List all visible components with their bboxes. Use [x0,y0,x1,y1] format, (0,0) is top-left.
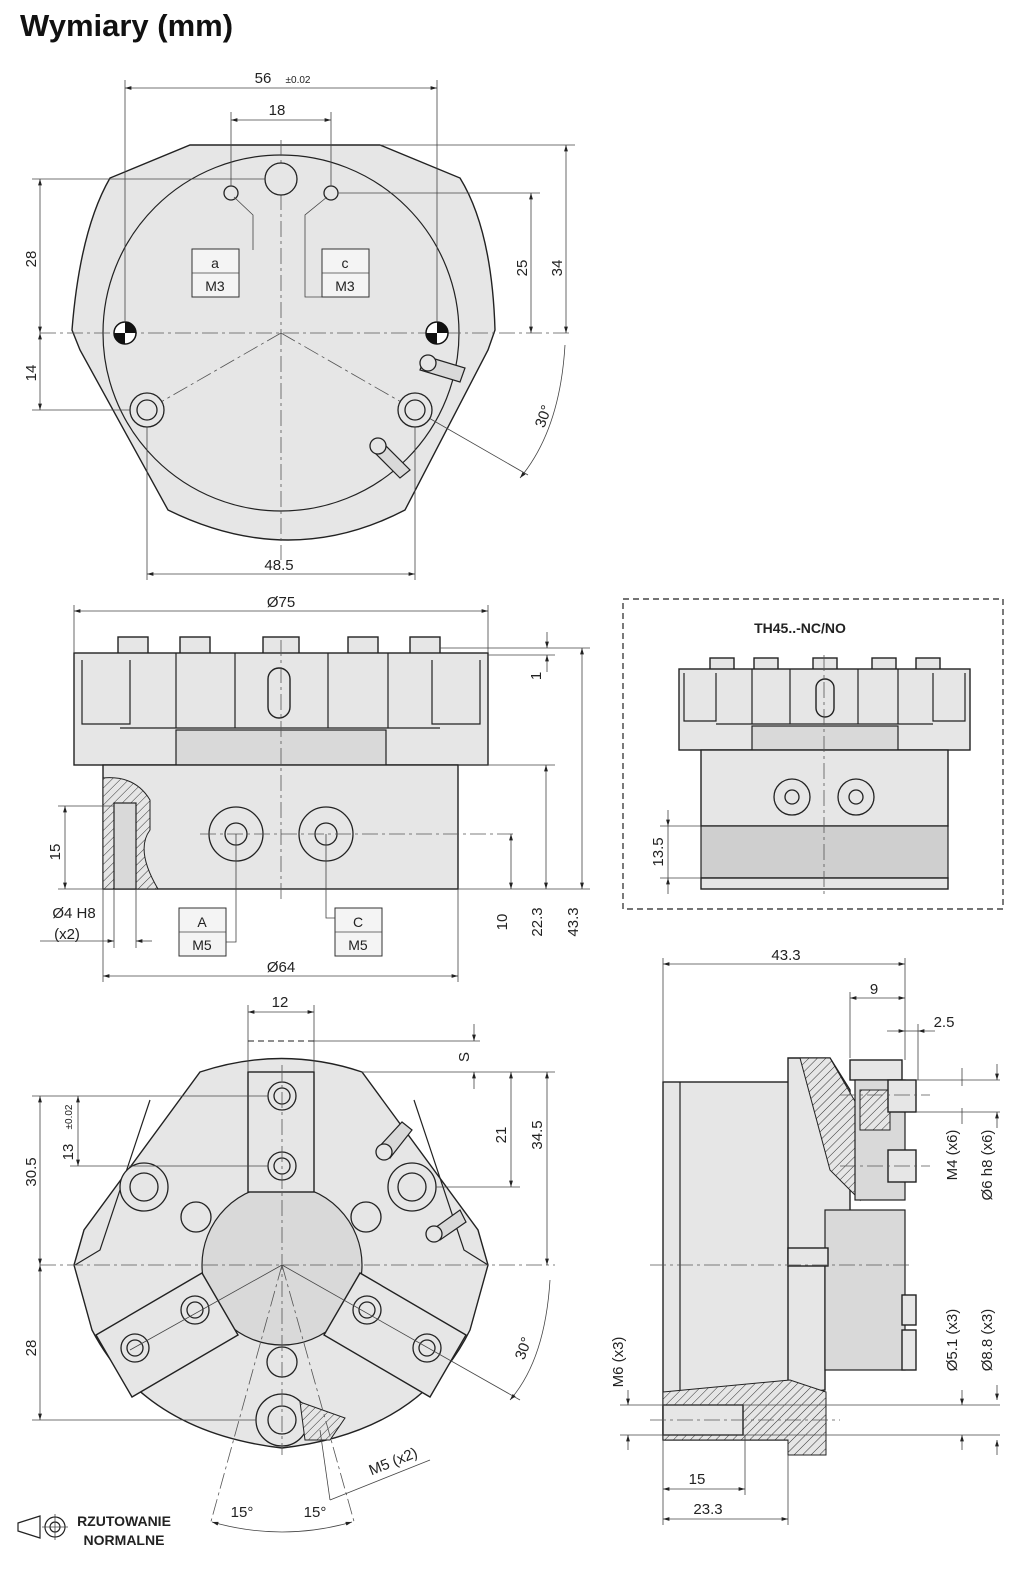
port-a-letter: a [211,255,219,271]
dim-14: 14 [23,365,40,382]
dim-34-5: 34.5 [529,1120,546,1149]
port-c-letter: c [342,255,349,271]
port-C-thread: M5 [348,937,368,953]
dim-56: 56 [255,70,272,87]
dim-28-bottom: 28 [23,1340,40,1357]
dim-13: 13 [60,1144,77,1161]
dim-56-tolerance: ±0.02 [286,75,311,86]
top-view-body [71,144,496,541]
dim-dia-5-1-x3: Ø5.1 (x3) [944,1309,961,1372]
dim-10: 10 [494,914,511,931]
dim-s: S [456,1052,473,1062]
dim-23-3: 23.3 [693,1501,722,1518]
dim-25: 25 [514,260,531,277]
dim-43-3-side: 43.3 [565,907,582,936]
side-view-lower-body [102,764,459,890]
dim-angle-15-right: 15° [304,1504,327,1521]
dim-30-5: 30.5 [23,1157,40,1186]
dim-28-top: 28 [23,251,40,268]
projection-label-line2: NORMALNE [84,1532,165,1548]
dim-angle-30-top: 30° [532,403,556,430]
port-A-thread: M5 [192,937,212,953]
dim-dia-64: Ø64 [267,959,295,976]
dim-43-3-section: 43.3 [771,947,800,964]
dim-34: 34 [549,260,566,277]
dim-angle-15-left: 15° [231,1504,254,1521]
dim-15-side: 15 [47,844,64,861]
variant-title: TH45..-NC/NO [754,620,846,636]
port-C-letter: C [353,914,363,930]
page-title: Wymiary (mm) [20,8,234,43]
port-a-hole [223,185,239,201]
dim-9: 9 [870,981,878,998]
projection-symbol: RZUTOWANIE NORMALNE [17,1513,171,1548]
dim-15-section: 15 [689,1471,706,1488]
variant-frame [622,598,1004,910]
top-center-hole [264,162,298,196]
dim-21: 21 [493,1127,510,1144]
dim-13-5: 13.5 [650,837,667,866]
dim-pin-dia: Ø4 H8 [52,905,95,922]
projection-cone-icon [17,1515,41,1539]
ref-mark-right [425,321,449,345]
dim-dia-8-8-x3: Ø8.8 (x3) [979,1309,996,1372]
ref-mark-left [113,321,137,345]
port-a-thread: M3 [205,278,225,294]
dim-48-5: 48.5 [264,557,293,574]
dim-m6-x3: M6 (x3) [610,1337,627,1388]
port-A-letter: A [197,914,207,930]
section-base [662,1081,794,1441]
port-c-thread: M3 [335,278,355,294]
dim-angle-30-bottom: 30° [512,1335,536,1362]
side-view-jaws [117,636,441,656]
dim-22-3: 22.3 [529,907,546,936]
section-view: 43.3 9 2.5 M4 (x6) Ø6 h8 (x6) M6 (x3) Ø5… [610,947,1000,1525]
dim-1: 1 [528,672,545,680]
bottom-view: 12 S 13 ±0.02 30.5 28 21 34.5 30° M5 (x2… [23,994,555,1533]
top-view: a M3 c M3 56 ±0.02 18 28 14 25 34 30° [23,70,575,580]
dim-2-5: 2.5 [934,1014,955,1031]
dim-pin-count: (x2) [54,926,80,943]
dim-dia-75: Ø75 [267,594,295,611]
dim-dia-6-x6: Ø6 h8 (x6) [979,1130,996,1201]
dim-m4-x6: M4 (x6) [944,1130,961,1181]
dim-13-tolerance: ±0.02 [64,1104,75,1129]
projection-label-line1: RZUTOWANIE [77,1513,171,1529]
variant-view: TH45..-NC/NO 13.5 [622,598,1004,910]
dim-18: 18 [269,102,286,119]
side-view: A M5 C M5 Ø75 1 15 Ø4 H8 (x2) 10 [40,594,590,982]
dim-m5-x2: M5 (x2) [367,1444,421,1479]
dim-12: 12 [272,994,289,1011]
